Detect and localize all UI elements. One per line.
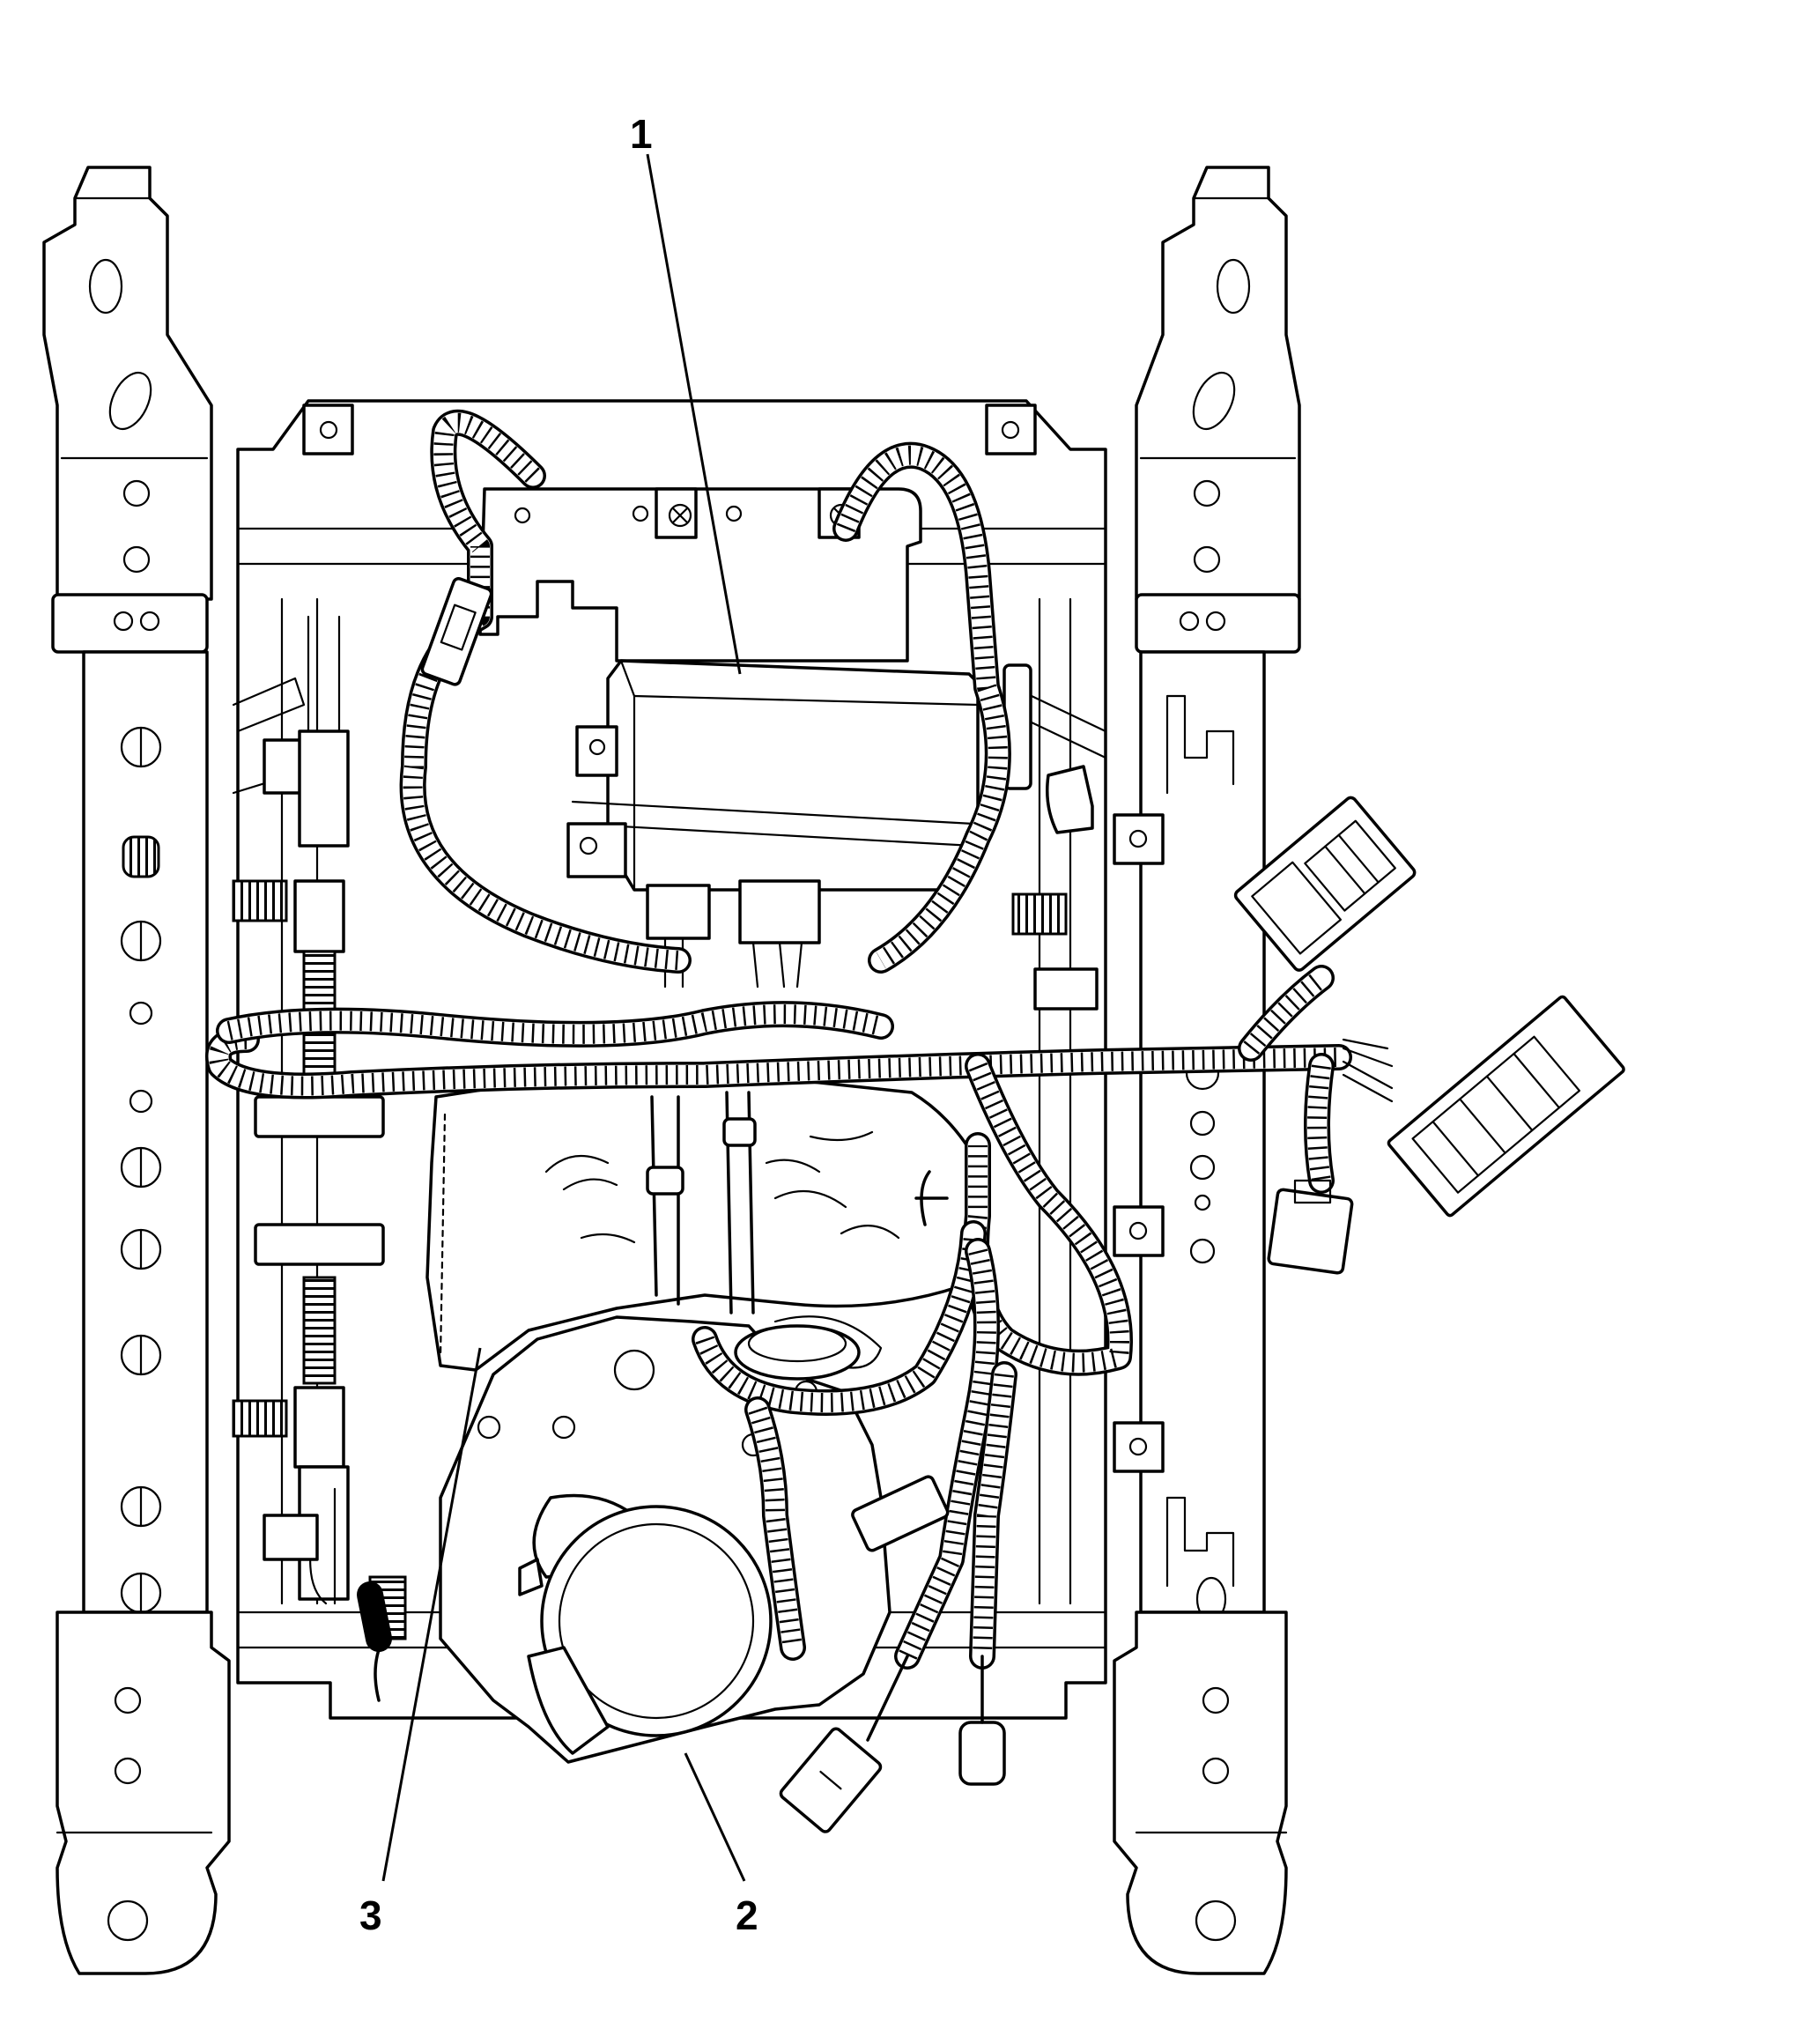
callout-label-1: 1	[630, 111, 653, 157]
callout-2: 2	[684, 1752, 758, 1938]
callout-1: 1	[630, 111, 742, 675]
seat-airbag-cushion	[425, 1069, 986, 1372]
left-rail-slots	[120, 726, 162, 1614]
callout-label-2: 2	[736, 1892, 758, 1938]
right-frame-brackets	[1113, 813, 1165, 1473]
inflator-assembly	[439, 1315, 892, 1764]
callout-3: 3	[359, 1347, 482, 1938]
callout-label-3: 3	[359, 1892, 382, 1938]
harness-connectors	[420, 577, 1625, 1833]
left-seat-track	[42, 166, 231, 1975]
wiring-harness	[205, 410, 1352, 1670]
